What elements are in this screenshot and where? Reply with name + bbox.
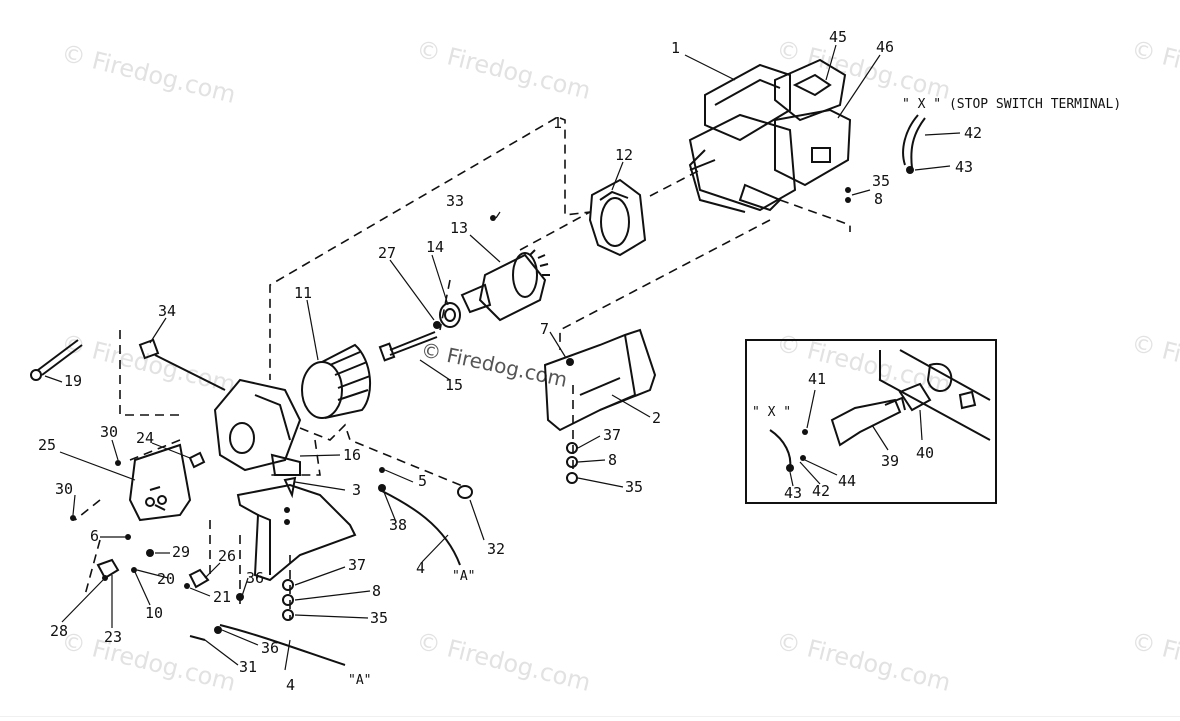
leader-lines <box>44 44 961 671</box>
label-19: 19 <box>64 372 82 390</box>
label-41: 41 <box>808 370 826 388</box>
bottom-divider <box>0 716 1180 717</box>
inset-detail <box>745 339 997 504</box>
label-8: 8 <box>608 451 617 469</box>
label-46: 46 <box>876 38 894 56</box>
label-15: 15 <box>445 376 463 394</box>
control-panel <box>70 443 206 522</box>
label-36: 36 <box>246 569 264 587</box>
inset-x-callout: " X " <box>752 405 791 420</box>
label-11: 11 <box>294 284 312 302</box>
label-16: 16 <box>343 446 361 464</box>
label-3: 3 <box>352 481 361 499</box>
label-1: 1 <box>553 114 562 132</box>
label-4: 4 <box>286 676 295 694</box>
end-bell <box>138 338 302 476</box>
label-26: 26 <box>218 547 236 565</box>
label-2: 2 <box>652 409 661 427</box>
label-28: 28 <box>50 622 68 640</box>
through-bolt <box>30 339 83 381</box>
label-35: 35 <box>872 172 890 190</box>
label-10: 10 <box>145 604 163 622</box>
label-30: 30 <box>55 480 73 498</box>
callouts: " X " (STOP SWITCH TERMINAL) " X " "A" "… <box>348 97 1121 688</box>
watermark: © Firedog.com <box>1129 329 1180 399</box>
label-21: 21 <box>213 588 231 606</box>
fan-housing <box>588 178 647 257</box>
front-frame <box>189 476 357 641</box>
label-31: 31 <box>239 658 257 676</box>
watermark: © Firedog.com <box>774 627 954 697</box>
label-6: 6 <box>90 527 99 545</box>
watermark: © Firedog.com <box>59 39 239 109</box>
label-14: 14 <box>426 238 444 256</box>
rotor <box>460 215 550 322</box>
watermark: © Firedog.com <box>1129 35 1180 105</box>
small-parts <box>96 534 210 589</box>
label-35: 35 <box>370 609 388 627</box>
label-43: 43 <box>955 158 973 176</box>
label-39: 39 <box>881 452 899 470</box>
label-1: 1 <box>671 39 680 57</box>
label-20: 20 <box>157 570 175 588</box>
label-35: 35 <box>625 478 643 496</box>
stop-switch-callout: " X " (STOP SWITCH TERMINAL) <box>902 97 1121 112</box>
ground-wires <box>219 467 461 666</box>
stop-switch-wire <box>902 114 926 174</box>
label-33: 33 <box>446 192 464 210</box>
label-43: 43 <box>784 484 802 502</box>
label-38: 38 <box>389 516 407 534</box>
label-37: 37 <box>603 426 621 444</box>
part-labels: 1 45 46 1 12 33 13 27 14 11 34 19 15 7 2… <box>38 28 982 694</box>
watermark: © Firedog.com <box>774 35 954 105</box>
label-29: 29 <box>172 543 190 561</box>
label-27: 27 <box>378 244 396 262</box>
watermark: © Firedog.com <box>414 627 594 697</box>
reference-a-callout: "A" <box>348 673 371 688</box>
label-8: 8 <box>874 190 883 208</box>
stator <box>301 343 372 419</box>
rotor-bolt-set <box>378 302 461 362</box>
label-12: 12 <box>615 146 633 164</box>
label-44: 44 <box>838 472 856 490</box>
rear-frame <box>543 187 851 484</box>
label-34: 34 <box>158 302 176 320</box>
label-7: 7 <box>540 320 549 338</box>
label-36: 36 <box>261 639 279 657</box>
watermark: © Firedog.com <box>414 35 594 105</box>
label-32: 32 <box>487 540 505 558</box>
label-24: 24 <box>136 429 154 447</box>
label-42: 42 <box>812 482 830 500</box>
label-45: 45 <box>829 28 847 46</box>
engine <box>688 58 852 213</box>
label-37: 37 <box>348 556 366 574</box>
watermark: © Firedog.com <box>59 627 239 697</box>
label-30: 30 <box>100 423 118 441</box>
reference-a-callout: "A" <box>452 569 475 584</box>
label-42: 42 <box>964 124 982 142</box>
label-13: 13 <box>450 219 468 237</box>
label-4: 4 <box>416 559 425 577</box>
label-40: 40 <box>916 444 934 462</box>
label-8: 8 <box>372 582 381 600</box>
grommet <box>457 485 473 499</box>
label-25: 25 <box>38 436 56 454</box>
label-5: 5 <box>418 472 427 490</box>
watermark: © Firedog.com <box>59 329 239 399</box>
watermark: © Firedog.com <box>1129 627 1180 697</box>
label-23: 23 <box>104 628 122 646</box>
